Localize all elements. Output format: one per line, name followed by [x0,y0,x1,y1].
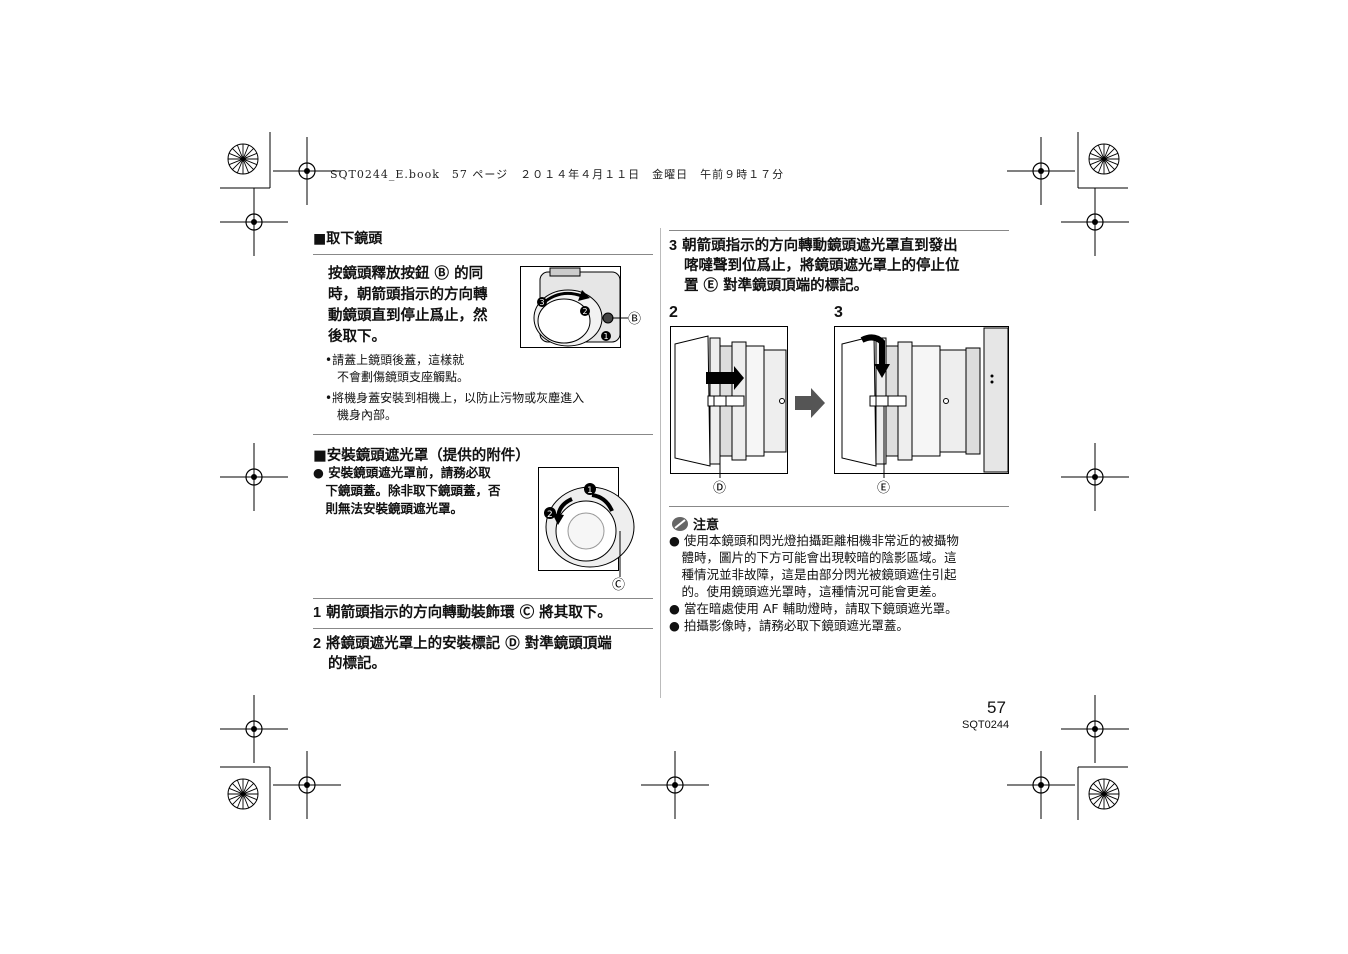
note-item: ● 使用本鏡頭和閃光燈拍攝距離相機非常近的被攝物 體時，圖片的下方可能會出現較暗… [669,533,959,599]
callout-d: Ⓓ [713,481,726,496]
note-item: ● 當在暗處使用 AF 輔助燈時，請取下鏡頭遮光罩。 [669,601,958,616]
document-code: SQT0244 [962,719,1010,731]
hood-rotate-illustration: Ⓔ [834,326,1010,496]
note-item: ● 拍攝影像時，請務必取下鏡頭遮光罩蓋。 [669,618,909,633]
callout-c: Ⓒ [612,578,625,593]
svg-text:1: 1 [604,332,609,341]
svg-text:1: 1 [587,486,593,496]
attach-hood-instructions: ● 安裝鏡頭遮光罩前，請務必取 下鏡頭蓋。除非取下鏡頭蓋，否 則無法安裝鏡頭遮光… [313,465,501,516]
svg-text:3: 3 [540,298,545,307]
notes-list: ● 使用本鏡頭和閃光燈拍攝距離相機非常近的被攝物 體時，圖片的下方可能會出現較暗… [669,532,1014,634]
remove-lens-instructions: 按鏡頭釋放按鈕 Ⓑ 的同 時，朝箭頭指示的方向轉 動鏡頭直到停止爲止，然 後取下… [328,266,488,345]
section-title-attach-hood: ■安裝鏡頭遮光罩（提供的附件） [313,448,530,464]
decoration-ring-illustration: 1 2 Ⓒ [538,467,638,595]
page-number: 57 [987,698,1006,717]
note-body-cap: •將機身蓋安裝到相機上，以防止污物或灰塵進入 機身內部。 [325,391,585,422]
note-heading: 注意 [671,514,719,533]
svg-text:2: 2 [583,307,588,316]
figure-3-label: 3 [834,304,843,321]
section-title-remove-lens: ■取下鏡頭 [313,231,383,247]
note-pencil-icon [672,516,688,531]
note-rear-cap: •請蓋上鏡頭後蓋，這樣就 不會劃傷鏡頭支座觸點。 [325,353,470,384]
step-3: 3 朝箭頭指示的方向轉動鏡頭遮光罩直到發出 喀噠聲到位爲止，將鏡頭遮光罩上的停止… [669,238,960,294]
print-header: SQT0244_E.book 57 ページ ２０１４年４月１１日 金曜日 午前９… [330,168,785,181]
callout-b: Ⓑ [628,312,641,327]
next-step-arrow-icon [795,388,825,418]
step-1: 1 朝箭頭指示的方向轉動裝飾環 Ⓒ 將其取下。 [313,605,612,621]
svg-text:2: 2 [547,510,553,520]
lens-removal-illustration: 3 2 1 Ⓑ [520,266,653,348]
step-2: 2 將鏡頭遮光罩上的安裝標記 Ⓓ 對準鏡頭頂端 的標記。 [313,636,612,672]
figure-2-label: 2 [669,304,678,321]
callout-e: Ⓔ [877,481,890,496]
hood-align-illustration: Ⓓ [670,326,790,496]
